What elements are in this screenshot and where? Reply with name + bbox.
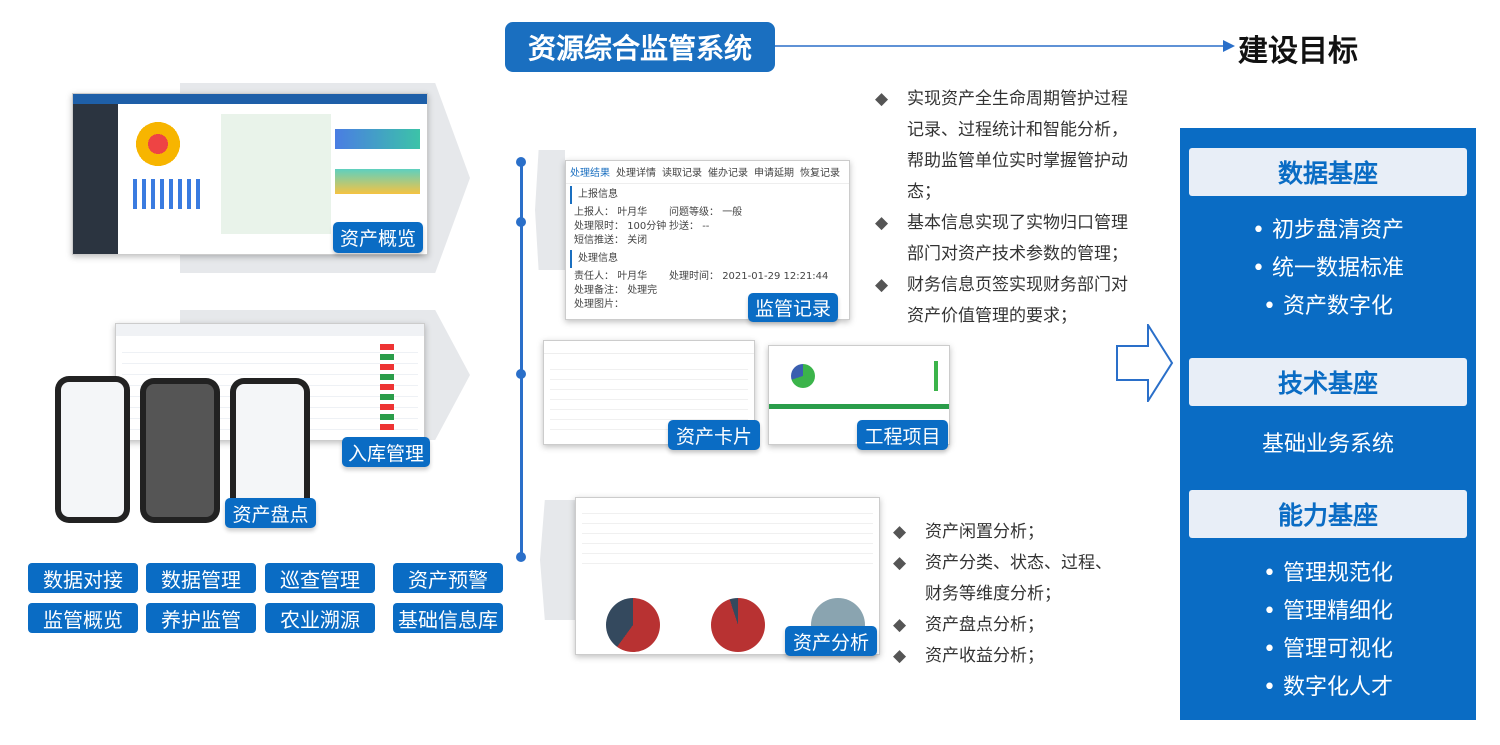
module-button[interactable]: 数据对接 — [28, 563, 138, 593]
field-label: 处理时间： — [669, 271, 719, 282]
timeline-dot — [516, 217, 526, 227]
project-label: 工程项目 — [857, 420, 948, 450]
module-button[interactable]: 监管概览 — [28, 603, 138, 633]
chevron-bg — [540, 500, 580, 620]
section-title: 处理信息 — [570, 250, 845, 268]
module-button[interactable]: 基础信息库 — [393, 603, 503, 633]
field-label: 抄送： — [669, 221, 699, 232]
overview-label: 资产概览 — [333, 222, 423, 253]
phone-screenshot — [140, 378, 220, 523]
goals-panel — [1180, 128, 1476, 720]
feature-item: 实现资产全生命周期管护过程记录、过程统计和智能分析，帮助监管单位实时掌握管护动态… — [875, 84, 1143, 208]
timeline-dot — [516, 157, 526, 167]
module-button[interactable]: 巡查管理 — [265, 563, 375, 593]
analysis-screenshot — [575, 497, 880, 655]
module-button[interactable]: 农业溯源 — [265, 603, 375, 633]
analysis-item: 资产分类、状态、过程、财务等维度分析； — [893, 548, 1123, 610]
analysis-label: 资产分析 — [785, 626, 877, 656]
field-value: 2021-01-29 12:21:44 — [722, 271, 829, 282]
field-value: 叶月华 — [617, 207, 648, 218]
goal-data-title: 数据基座 — [1189, 148, 1467, 196]
field-label: 短信推送： — [574, 235, 624, 246]
field-value: 一般 — [722, 207, 743, 218]
module-button[interactable]: 资产预警 — [393, 563, 503, 593]
goal-ability-item: • 管理可视化 — [1263, 637, 1393, 662]
tab: 恢复记录 — [800, 168, 840, 179]
card-label: 资产卡片 — [668, 420, 760, 450]
goal-ability-title: 能力基座 — [1189, 490, 1467, 538]
analysis-item: 资产收益分析； — [893, 641, 1123, 672]
goal-heading: 建设目标 — [1238, 34, 1358, 69]
analysis-item: 资产盘点分析； — [893, 610, 1123, 641]
field-value: 关闭 — [627, 235, 648, 246]
feature-item: 基本信息实现了实物归口管理部门对资产技术参数的管理； — [875, 208, 1143, 270]
field-label: 问题等级： — [669, 207, 719, 218]
timeline-dot — [516, 552, 526, 562]
system-title: 资源综合监管系统 — [505, 22, 775, 72]
field-label: 处理图片： — [574, 299, 624, 310]
phone-screenshot — [55, 376, 130, 523]
field-value: 叶月华 — [617, 271, 648, 282]
goal-data-item: • 统一数据标准 — [1252, 256, 1404, 281]
timeline — [520, 160, 523, 560]
goal-data-item: • 资产数字化 — [1263, 294, 1393, 319]
goal-ability-item: • 数字化人才 — [1263, 675, 1393, 700]
field-label: 上报人： — [574, 207, 614, 218]
feature-list: 实现资产全生命周期管护过程记录、过程统计和智能分析，帮助监管单位实时掌握管护动态… — [875, 84, 1143, 332]
tab: 催办记录 — [708, 168, 748, 179]
field-label: 责任人： — [574, 271, 614, 282]
goal-ability-item: • 管理规范化 — [1263, 561, 1393, 586]
feature-item: 财务信息页签实现财务部门对资产价值管理的要求； — [875, 270, 1143, 332]
tab: 处理结果 — [570, 168, 610, 179]
analysis-item: 资产闲置分析； — [893, 517, 1123, 548]
arrow-to-goal — [775, 40, 1235, 52]
hollow-arrow-icon — [1116, 324, 1174, 402]
goal-data-item: • 初步盘清资产 — [1252, 218, 1404, 243]
timeline-dot — [516, 369, 526, 379]
module-button[interactable]: 养护监管 — [146, 603, 256, 633]
tab: 处理详情 — [616, 168, 656, 179]
supervision-label: 监管记录 — [748, 293, 838, 322]
warehouse-label: 入库管理 — [342, 437, 430, 467]
analysis-list: 资产闲置分析； 资产分类、状态、过程、财务等维度分析； 资产盘点分析； 资产收益… — [893, 517, 1123, 672]
field-value: 处理完 — [627, 285, 658, 296]
field-value: 100分钟 — [627, 221, 667, 232]
field-label: 处理限时： — [574, 221, 624, 232]
inventory-label: 资产盘点 — [225, 498, 316, 528]
field-label: 处理备注： — [574, 285, 624, 296]
chevron-bg — [535, 150, 565, 270]
tab: 申请延期 — [754, 168, 794, 179]
goal-tech-title: 技术基座 — [1189, 358, 1467, 406]
section-title: 上报信息 — [570, 186, 845, 204]
field-value: -- — [702, 221, 710, 232]
goal-ability-item: • 管理精细化 — [1263, 599, 1393, 624]
module-button[interactable]: 数据管理 — [146, 563, 256, 593]
goal-tech-item: 基础业务系统 — [1261, 432, 1394, 457]
tab: 读取记录 — [662, 168, 702, 179]
